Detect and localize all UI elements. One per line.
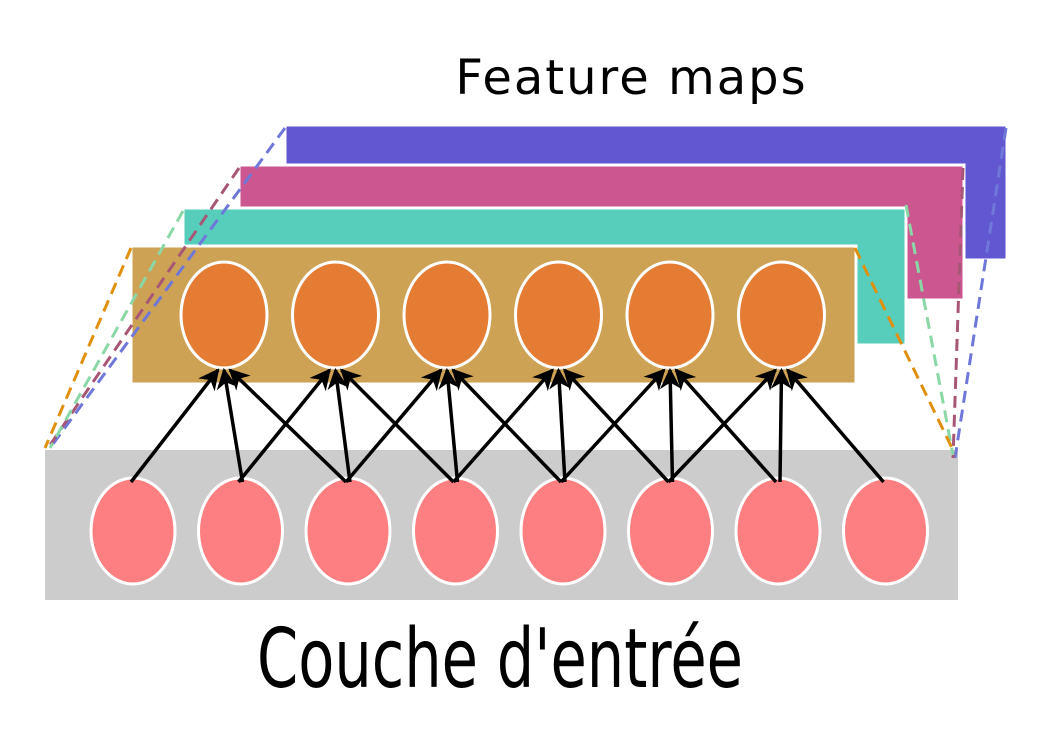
input-neuron-2 xyxy=(197,476,284,586)
projection-line-left-3 xyxy=(48,210,185,449)
feature-neuron-6 xyxy=(737,260,826,370)
arrow-input3-to-feature3 xyxy=(344,368,443,484)
feature-neuron-2 xyxy=(291,260,380,370)
arrow-input4-to-feature2 xyxy=(340,368,455,484)
input-neuron-6 xyxy=(627,476,714,586)
arrow-input2-to-feature2 xyxy=(237,368,331,484)
arrow-input3-to-feature2 xyxy=(327,367,352,483)
feature-neuron-4 xyxy=(514,260,603,370)
arrow-input2-to-feature1 xyxy=(216,367,245,483)
projection-lines xyxy=(43,127,1008,459)
arrow-input5-to-feature3 xyxy=(451,368,563,484)
projection-line-right-2 xyxy=(951,167,965,459)
projection-line-right-3 xyxy=(904,204,955,456)
arrow-input3-to-feature1 xyxy=(228,368,348,484)
input-neurons xyxy=(89,476,929,586)
feature-map-neurons xyxy=(179,260,826,370)
arrow-input4-to-feature3 xyxy=(438,367,460,483)
feature-neuron-3 xyxy=(402,260,492,370)
arrow-input1-to-feature1 xyxy=(129,368,220,484)
arrow-input6-to-feature5 xyxy=(659,367,681,483)
arrow-input6-to-feature4 xyxy=(563,368,670,484)
arrow-input5-to-feature5 xyxy=(559,368,666,484)
input-neuron-5 xyxy=(519,476,607,586)
input-neuron-8 xyxy=(842,476,929,586)
arrow-input8-to-feature6 xyxy=(786,368,885,484)
projection-line-left-4 xyxy=(43,247,133,449)
arrow-input7-to-feature5 xyxy=(674,368,778,484)
arrow-input5-to-feature4 xyxy=(549,367,571,483)
connection-arrows xyxy=(129,367,885,484)
input-neuron-7 xyxy=(734,476,822,586)
feature-neuron-5 xyxy=(625,260,715,370)
input-neuron-4 xyxy=(412,476,499,586)
projection-line-left-1 xyxy=(48,127,287,449)
arrow-input4-to-feature4 xyxy=(452,368,554,484)
arrow-input6-to-feature6 xyxy=(667,368,777,484)
input-layer-title: Couche d'entrée xyxy=(257,612,743,707)
input-neuron-3 xyxy=(304,476,392,586)
feature-neuron-1 xyxy=(179,260,269,370)
input-neuron-1 xyxy=(89,476,177,586)
arrow-input7-to-feature6 xyxy=(770,367,792,483)
feature-maps-title: Feature maps xyxy=(455,50,808,106)
